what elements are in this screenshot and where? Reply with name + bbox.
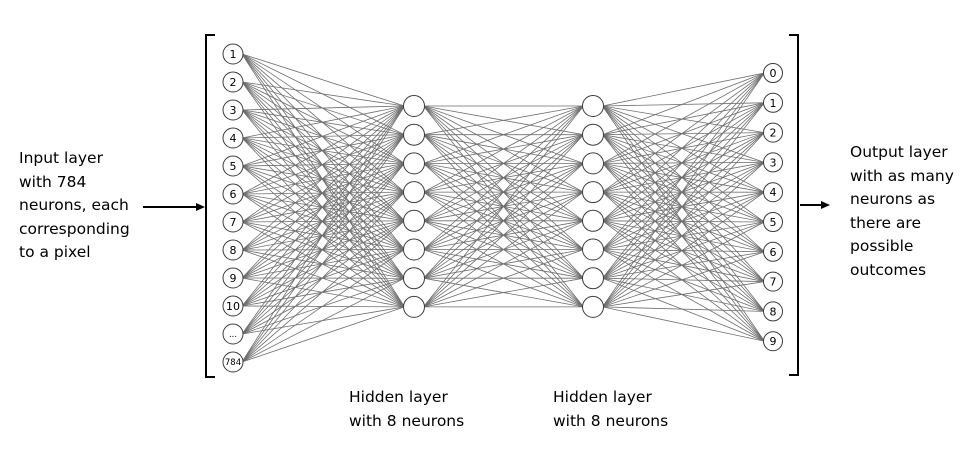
caption-line: Hidden layer [553, 386, 668, 410]
caption-line: Output layer [850, 141, 954, 165]
hidden-layer-1-neuron [404, 268, 425, 289]
caption-line: neurons, each [19, 194, 130, 218]
output-layer-neuron-label: 5 [770, 216, 777, 229]
caption-line: neurons as [850, 188, 954, 212]
input-layer-neuron-label: 6 [230, 188, 237, 201]
output-layer-neuron-label: 3 [770, 156, 777, 169]
connection-edge [242, 307, 405, 362]
connection-edge [602, 73, 764, 221]
connection-edge [602, 73, 764, 106]
connection-edges [242, 54, 764, 362]
hidden-layer-2-caption: Hidden layer with 8 neurons [553, 386, 668, 433]
connection-edge [602, 222, 764, 250]
input-arrow-head [196, 203, 205, 211]
input-layer-neuron-label: 8 [230, 244, 237, 257]
input-layer-neuron-label: 1 [230, 48, 237, 61]
hidden-layer-2-neuron [583, 296, 604, 317]
output-layer-neuron-label: 6 [770, 246, 777, 259]
caption-line: Input layer [19, 147, 130, 171]
hidden-layer-1-neuron [404, 296, 425, 317]
hidden-layer-1-neuron [404, 96, 425, 117]
output-layer-neuron-label: 0 [770, 67, 777, 80]
output-layer-neuron-label: 4 [770, 186, 777, 199]
hidden-layer-2-neuron [583, 182, 604, 203]
caption-line: there are [850, 212, 954, 236]
caption-line: with 8 neurons [349, 410, 464, 434]
input-layer-neuron-label: ... [229, 330, 237, 340]
connection-edge [242, 278, 405, 362]
input-layer-neuron-label: 4 [230, 132, 237, 145]
hidden-layer-2-neuron [583, 210, 604, 231]
output-layer-neuron-label: 2 [770, 127, 777, 140]
output-layer-neuron-label: 1 [770, 97, 777, 110]
hidden-layer-1-neuron [404, 153, 425, 174]
output-arrow-head [821, 201, 830, 209]
input-layer-bracket [206, 35, 215, 377]
caption-line: to a pixel [19, 241, 130, 265]
caption-line: with 784 [19, 171, 130, 195]
hidden-layer-1-neuron [404, 124, 425, 145]
connection-edge [242, 221, 405, 362]
output-layer-bracket [789, 35, 798, 375]
caption-line: possible [850, 235, 954, 259]
input-layer-neuron-label: 10 [226, 300, 240, 313]
input-layer-neuron-label: 784 [225, 358, 241, 368]
connection-edge [602, 250, 764, 342]
connection-edge [602, 307, 764, 341]
hidden-layer-2-neuron [583, 268, 604, 289]
connection-edge [602, 278, 764, 311]
input-layer-neuron-label: 5 [230, 160, 237, 173]
hidden-layer-2-neuron [583, 239, 604, 260]
connection-edge [602, 163, 764, 222]
input-layer-neuron-label: 3 [230, 104, 237, 117]
hidden-layer-1-neuron [404, 182, 425, 203]
caption-line: corresponding [19, 218, 130, 242]
input-layer-neuron-label: 7 [230, 216, 237, 229]
hidden-layer-2-neuron [583, 96, 604, 117]
input-layer-neuron-label: 2 [230, 76, 237, 89]
output-layer-caption: Output layer with as many neurons as the… [850, 141, 954, 282]
caption-line: with 8 neurons [553, 410, 668, 434]
hidden-layer-1-neuron [404, 239, 425, 260]
connection-edge [602, 135, 764, 342]
connection-edge [602, 192, 764, 341]
hidden-layer-2-neuron [583, 153, 604, 174]
input-layer-neuron-label: 9 [230, 272, 237, 285]
output-layer-neuron-label: 7 [770, 276, 777, 289]
output-layer-neuron-label: 8 [770, 305, 777, 318]
hidden-layer-1-neuron [404, 210, 425, 231]
output-layer-neuron-label: 9 [770, 335, 777, 348]
caption-line: outcomes [850, 259, 954, 283]
input-layer-caption: Input layer with 784 neurons, each corre… [19, 147, 130, 265]
connection-edge [602, 135, 764, 282]
connection-edge [602, 307, 764, 312]
caption-line: with as many [850, 165, 954, 189]
connection-edge [602, 163, 764, 311]
connection-edge [602, 162, 764, 220]
hidden-layer-1-caption: Hidden layer with 8 neurons [349, 386, 464, 433]
caption-line: Hidden layer [349, 386, 464, 410]
connection-edge [602, 252, 764, 307]
hidden-layer-2-neuron [583, 124, 604, 145]
